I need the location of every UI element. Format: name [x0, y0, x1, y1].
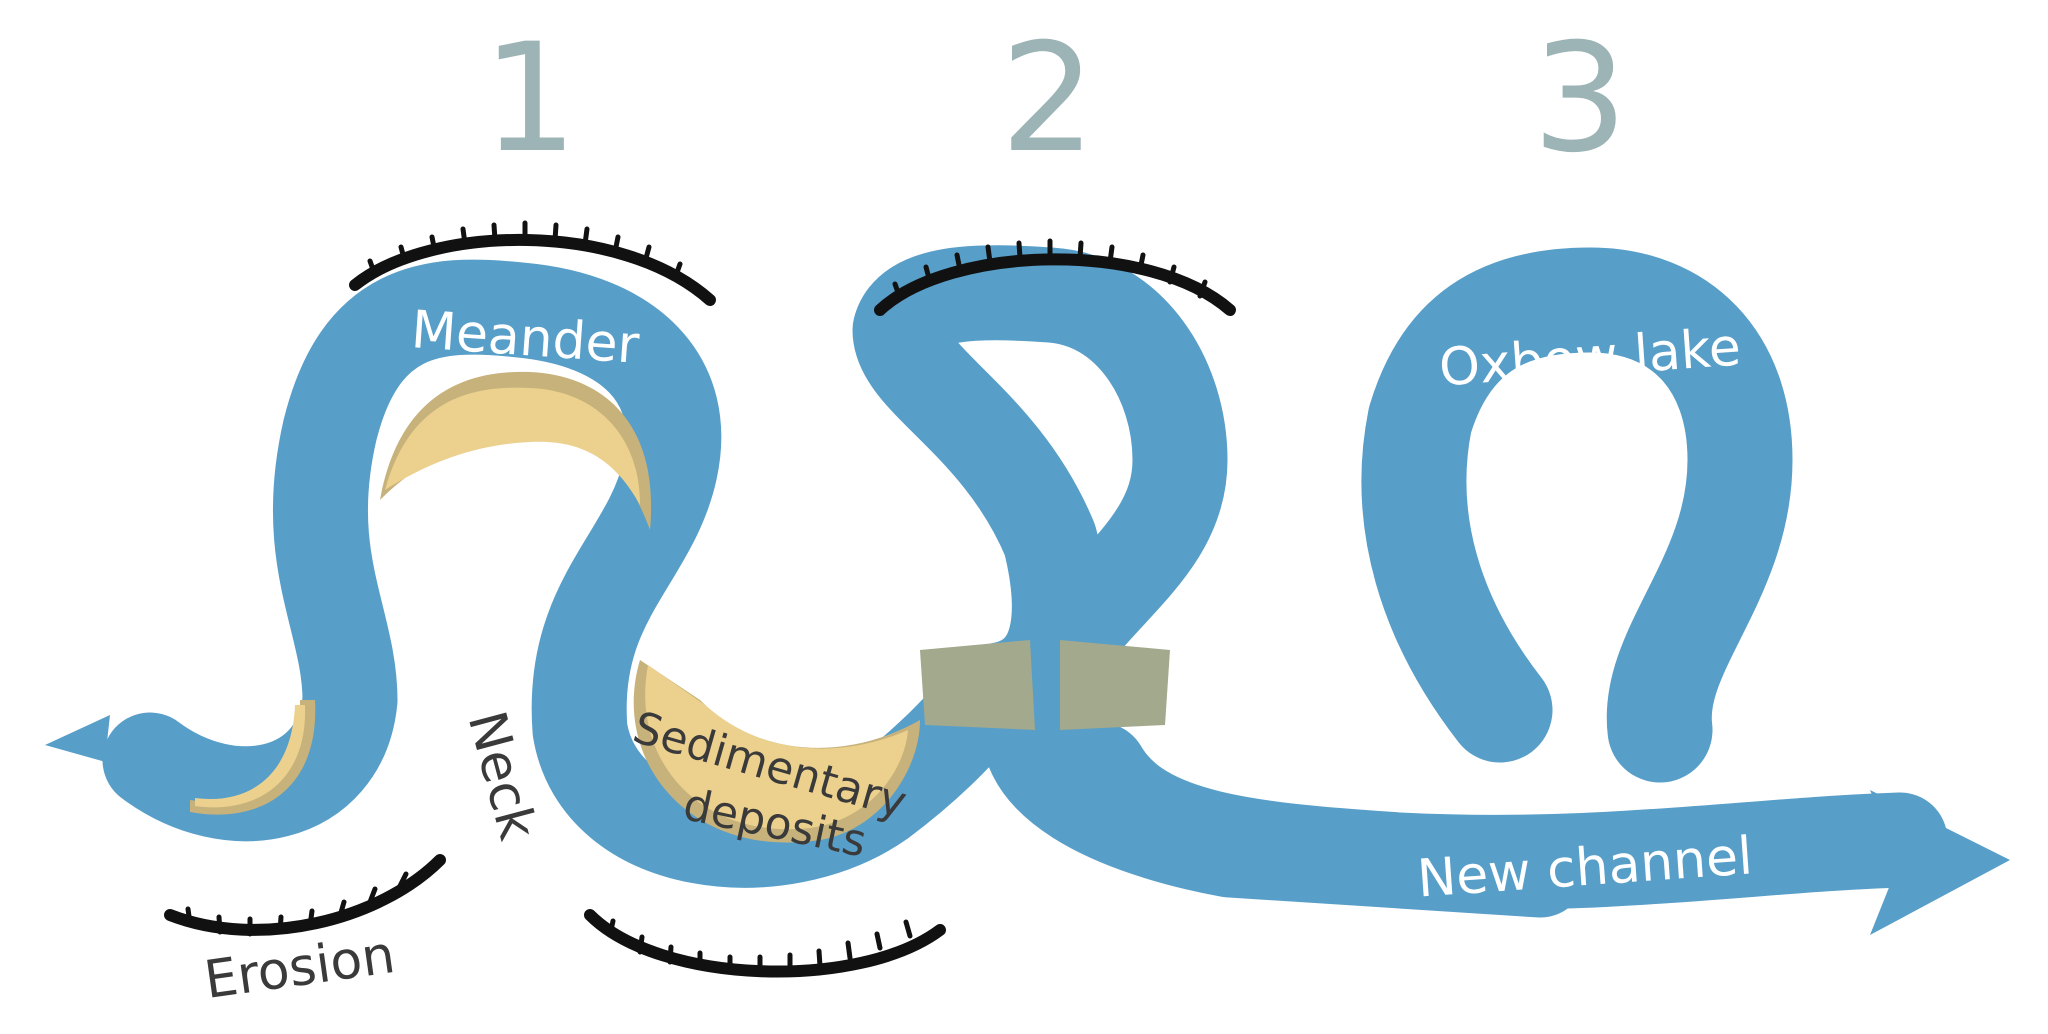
river-channel — [45, 245, 1588, 918]
stage-number-1: 1 — [482, 12, 577, 186]
new-channel — [1052, 722, 2010, 935]
erosion-bank-lower-left — [164, 854, 446, 937]
sedimentary-deposits — [190, 371, 920, 843]
label-erosion: Erosion — [201, 925, 399, 1011]
river-source — [45, 715, 200, 820]
erosion-banks — [164, 220, 1236, 978]
stage-number-3: 3 — [1532, 12, 1627, 186]
erosion-bank-meander-1 — [349, 220, 716, 306]
new-channel-arrow — [1870, 790, 2010, 935]
oxbow-lake — [1361, 247, 1793, 783]
deposit-main — [645, 665, 908, 830]
erosion-bank-meander-2 — [874, 238, 1236, 316]
erosion-bank-lower-middle — [584, 909, 946, 978]
neck-cutoff — [920, 640, 1170, 730]
stage-number-2: 2 — [1000, 12, 1095, 186]
deposit-source-bend — [190, 700, 316, 815]
